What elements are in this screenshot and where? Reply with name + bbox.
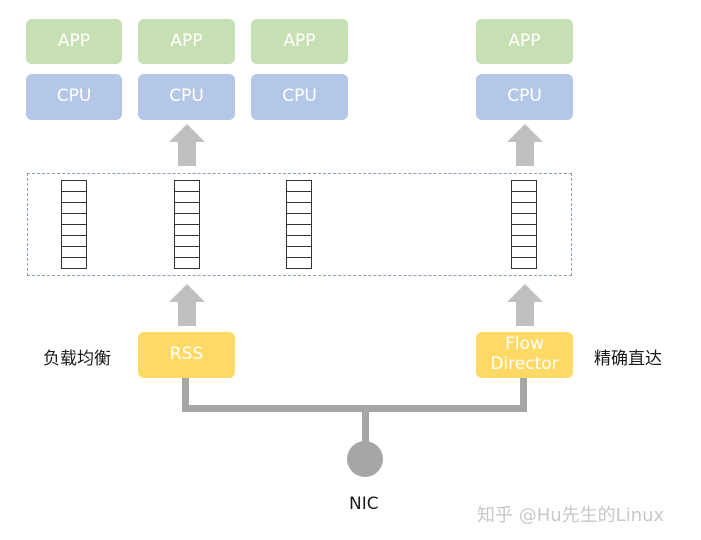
app-box-2: APP — [138, 19, 235, 64]
cpu-label: CPU — [507, 86, 542, 107]
rx-queue — [61, 180, 87, 269]
wire-fd-down — [520, 378, 527, 412]
rss-label: RSS — [169, 344, 204, 365]
cpu-label: CPU — [56, 86, 92, 107]
nic-node — [347, 441, 383, 477]
rx-queue — [174, 180, 200, 269]
wire-rss-down — [182, 378, 189, 412]
up-arrow-icon — [507, 284, 543, 326]
wire-horizontal — [182, 405, 527, 412]
up-arrow-icon — [507, 124, 543, 166]
rss-side-label: 负载均衡 — [43, 349, 111, 369]
up-arrow-icon — [169, 124, 205, 166]
app-label: APP — [170, 30, 203, 51]
cpu-box-4: CPU — [476, 74, 573, 120]
rx-queue-group — [27, 173, 572, 276]
nic-label: NIC — [349, 494, 379, 514]
cpu-label: CPU — [282, 86, 317, 107]
app-box-4: APP — [476, 19, 573, 64]
cpu-box-1: CPU — [26, 74, 122, 120]
cpu-box-2: CPU — [138, 74, 235, 120]
cpu-label: CPU — [169, 86, 204, 107]
rss-box: RSS — [138, 332, 235, 378]
flow-director-label-line1: Flow — [505, 334, 544, 355]
flow-director-label-line2: Director — [490, 354, 559, 374]
wire-nic — [362, 405, 369, 445]
app-label: APP — [508, 30, 541, 51]
flow-director-side-label: 精确直达 — [594, 349, 662, 369]
rx-queue — [286, 180, 312, 269]
app-box-3: APP — [251, 19, 348, 64]
rx-queue — [511, 180, 537, 269]
watermark: 知乎 @Hu先生的Linux — [477, 505, 665, 526]
app-label: APP — [57, 30, 91, 51]
flow-director-box: Flow Director — [476, 332, 573, 378]
app-box-1: APP — [26, 19, 122, 64]
app-label: APP — [283, 30, 316, 51]
up-arrow-icon — [169, 284, 205, 326]
cpu-box-3: CPU — [251, 74, 348, 120]
